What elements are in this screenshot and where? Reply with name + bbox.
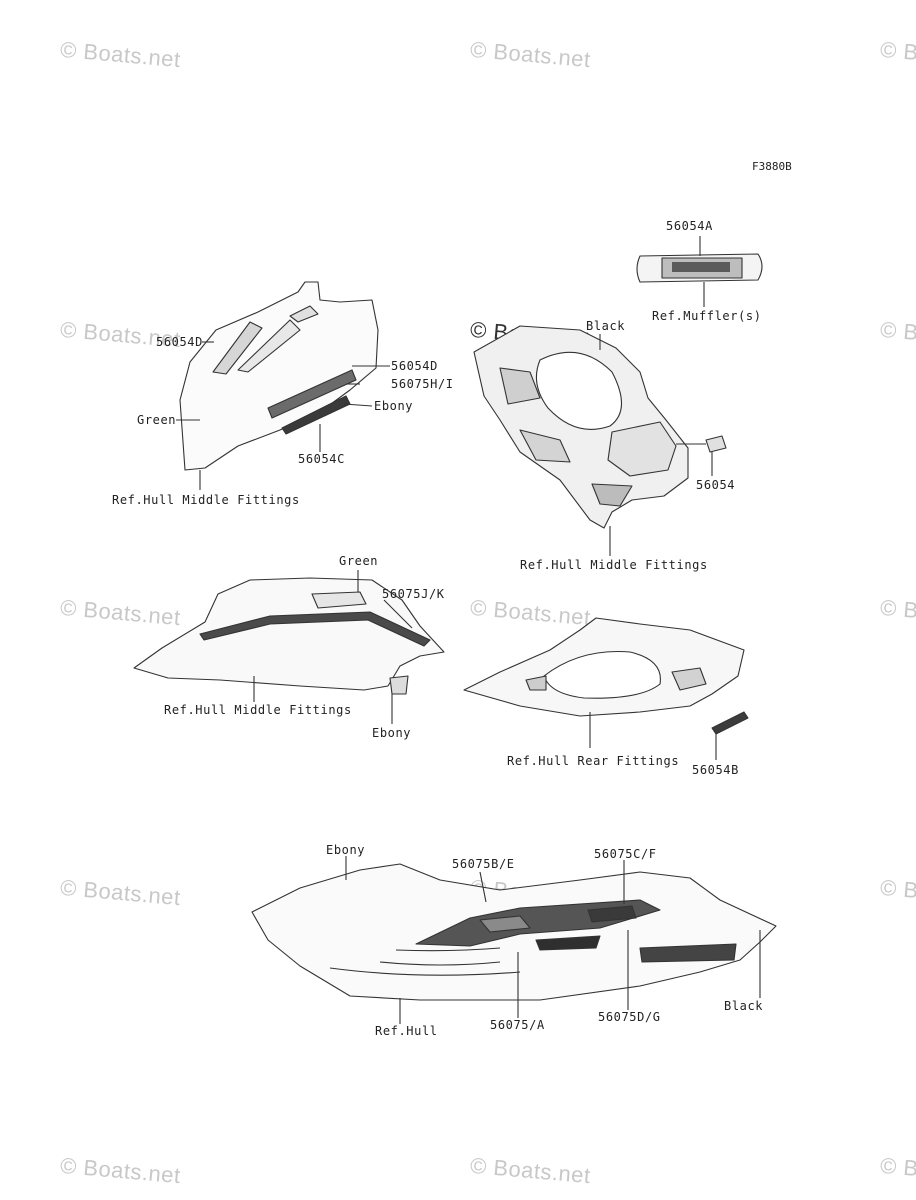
part-number-label: 56054D [391, 359, 438, 373]
part-number-label: 56075H/I [391, 377, 454, 391]
muffler-part [636, 236, 763, 307]
part-number-label: 56054C [298, 452, 345, 466]
part-number-label: 56054D [156, 335, 203, 349]
part-number-label: 56075/A [490, 1018, 545, 1032]
part-number-label: 56054B [692, 763, 739, 777]
full-hull-part [251, 856, 777, 1024]
ref-label: Ref.Hull Middle Fittings [112, 493, 300, 507]
rear-hull-part [463, 617, 749, 760]
side-panel-part [133, 570, 445, 724]
part-number-label: 56054 [696, 478, 736, 492]
ref-label: Ref.Hull Middle Fittings [520, 558, 708, 572]
color-label: Ebony [326, 843, 366, 857]
ref-label: Ref.Hull Rear Fittings [507, 754, 680, 768]
front-cover-part [176, 281, 390, 490]
color-label: Black [724, 999, 764, 1013]
ref-label: Ref.Hull Middle Fittings [164, 703, 352, 717]
color-label: Green [339, 554, 379, 568]
color-label: Black [586, 319, 626, 333]
part-number-label: 56075J/K [382, 587, 445, 601]
figure-code: F3880B [752, 160, 792, 173]
part-number-label: 56054A [666, 219, 713, 233]
color-label: Green [137, 413, 177, 427]
color-label: Ebony [372, 726, 412, 740]
part-number-label: 56075D/G [598, 1010, 661, 1024]
ref-label: Ref.Muffler(s) [652, 309, 762, 323]
ref-label: Ref.Hull [375, 1024, 438, 1038]
deck-part [473, 325, 727, 556]
part-number-label: 56075C/F [594, 847, 657, 861]
color-label: Ebony [374, 399, 414, 413]
part-number-label: 56075B/E [452, 857, 515, 871]
